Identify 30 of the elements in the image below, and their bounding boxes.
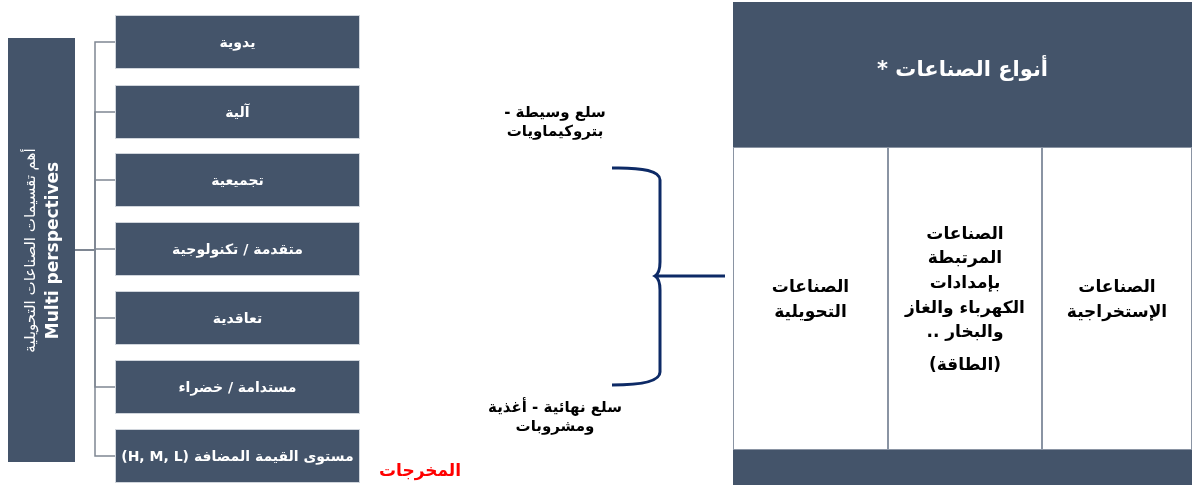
category-label: تعاقدية	[212, 310, 263, 326]
category-label: مستوى القيمة المضافة (H, M, L)	[121, 448, 354, 464]
category-box	[115, 85, 360, 139]
category-box	[115, 153, 360, 207]
cell-note: (الطاقة)	[928, 352, 1002, 376]
category-label: آلية	[225, 104, 250, 120]
cell-text: الصناعات المرتبطة بإمدادات الكهرباء والغاز والبخار ..	[903, 221, 1026, 344]
goods-label: سلع نهائية - أغذية ومشروبات	[487, 398, 623, 436]
cell-text: الصناعات التحويلية	[770, 274, 851, 323]
table-cell	[888, 147, 1042, 450]
goods-label: سلع وسيطة - بتروكيماويات	[503, 103, 607, 141]
outputs-label: المخرجات	[377, 460, 463, 482]
category-box	[115, 15, 360, 69]
category-label: مستدامة / خضراء	[178, 379, 297, 395]
cell-text: الصناعات الإستخراجية	[1065, 274, 1169, 324]
industry-table	[733, 2, 1192, 485]
panel-title: أهم تقسيمات الصناعات التحويلية	[19, 147, 40, 353]
category-box	[115, 429, 360, 483]
panel-subtitle: Multi perspectives	[40, 161, 63, 339]
table-heading: أنواع الصناعات *	[877, 57, 1048, 81]
category-label: متقدمة / تكنولوجية	[172, 241, 303, 257]
category-box	[115, 291, 360, 345]
category-box	[115, 360, 360, 414]
table-cell	[733, 147, 888, 450]
category-panel	[8, 38, 75, 462]
category-label: يدوية	[219, 34, 256, 50]
category-label: تجميعية	[211, 172, 264, 188]
connector-line	[74, 249, 116, 457]
table-cell	[1042, 147, 1192, 450]
category-box	[115, 222, 360, 276]
